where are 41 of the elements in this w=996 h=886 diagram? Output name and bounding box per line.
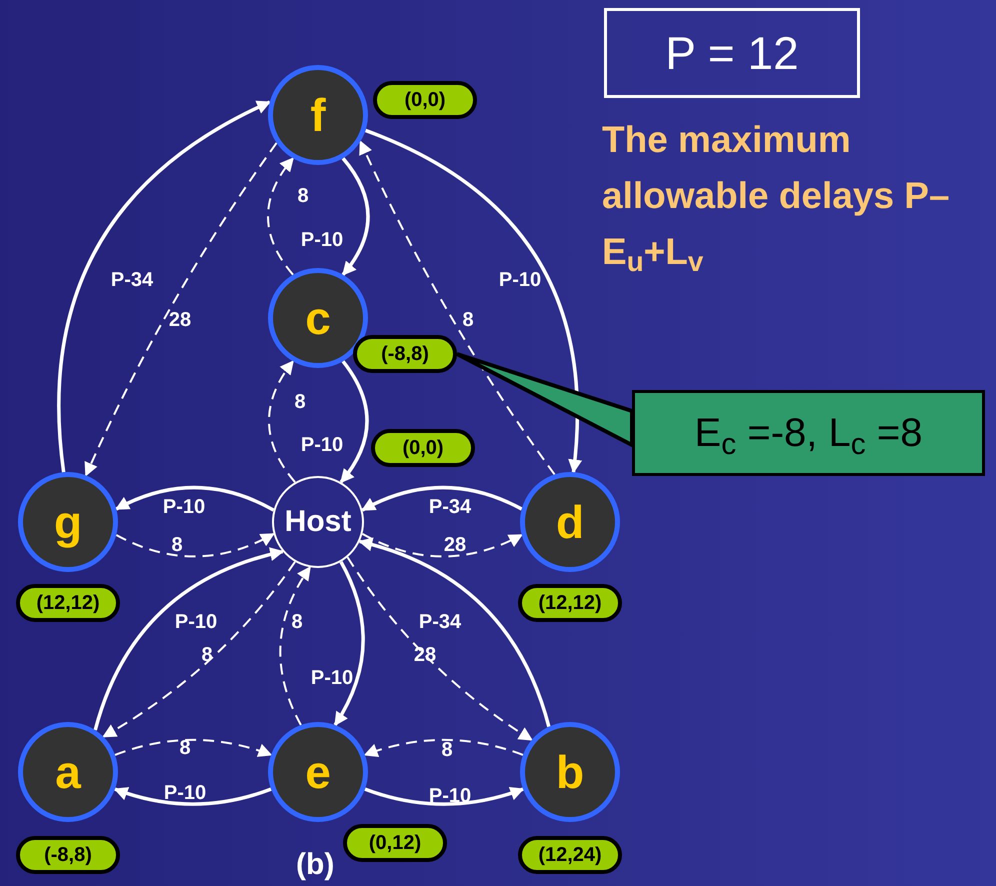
value-pill: (0,12) xyxy=(343,824,447,862)
arrow xyxy=(342,157,370,276)
edge-label: 8 xyxy=(441,740,453,760)
value-pill: (-8,8) xyxy=(16,836,120,874)
value-pill: (-8,8) xyxy=(353,335,457,373)
edge-label: P-10 xyxy=(162,497,206,517)
leader-line xyxy=(455,352,634,448)
edge-label: P-34 xyxy=(110,270,154,290)
edge-label: 28 xyxy=(444,535,466,555)
value-pill: (12,12) xyxy=(518,584,622,622)
edge-label: P-10 xyxy=(300,435,344,455)
value-pill: (0,0) xyxy=(373,81,477,119)
arrow xyxy=(361,486,522,512)
edge-label: 28 xyxy=(168,310,192,330)
edge-label: 8 xyxy=(171,535,183,555)
dashed-arrow xyxy=(346,556,533,741)
edge-label: P-10 xyxy=(174,612,218,632)
edge-label: P-34 xyxy=(428,497,472,517)
edge-label: 8 xyxy=(291,612,303,632)
arrow xyxy=(94,548,284,731)
edge-label: P-10 xyxy=(300,230,344,250)
callout-box: E$_{c}$ =-8, L$_{c}$ =8 xyxy=(632,390,985,476)
edge-label: 8 xyxy=(179,738,191,758)
dashed-arrow xyxy=(268,360,296,483)
formula-note: The maximum allowable delays P–E$_{u}$+L$_{v}$ xyxy=(602,118,951,279)
edge-label: P-10 xyxy=(310,668,354,688)
edge-label: P-34 xyxy=(418,612,462,632)
edge-label: P-10 xyxy=(428,786,472,806)
value-pill: (12,12) xyxy=(16,584,120,622)
edge-label: P-10 xyxy=(164,783,206,803)
edge-label: 8 xyxy=(294,392,306,412)
dashed-arrow xyxy=(267,157,294,276)
parameter-box: P = 12 xyxy=(604,8,860,98)
value-pill: (12,24) xyxy=(518,836,622,874)
value-pill: (0,0) xyxy=(371,429,475,467)
panel-label: (b) xyxy=(296,847,334,883)
edge-label: 8 xyxy=(462,310,474,330)
edge-label: P-10 xyxy=(498,270,542,290)
edge-label: 8 xyxy=(297,186,309,206)
dashed-arrow xyxy=(102,561,296,738)
arrow xyxy=(340,360,369,484)
